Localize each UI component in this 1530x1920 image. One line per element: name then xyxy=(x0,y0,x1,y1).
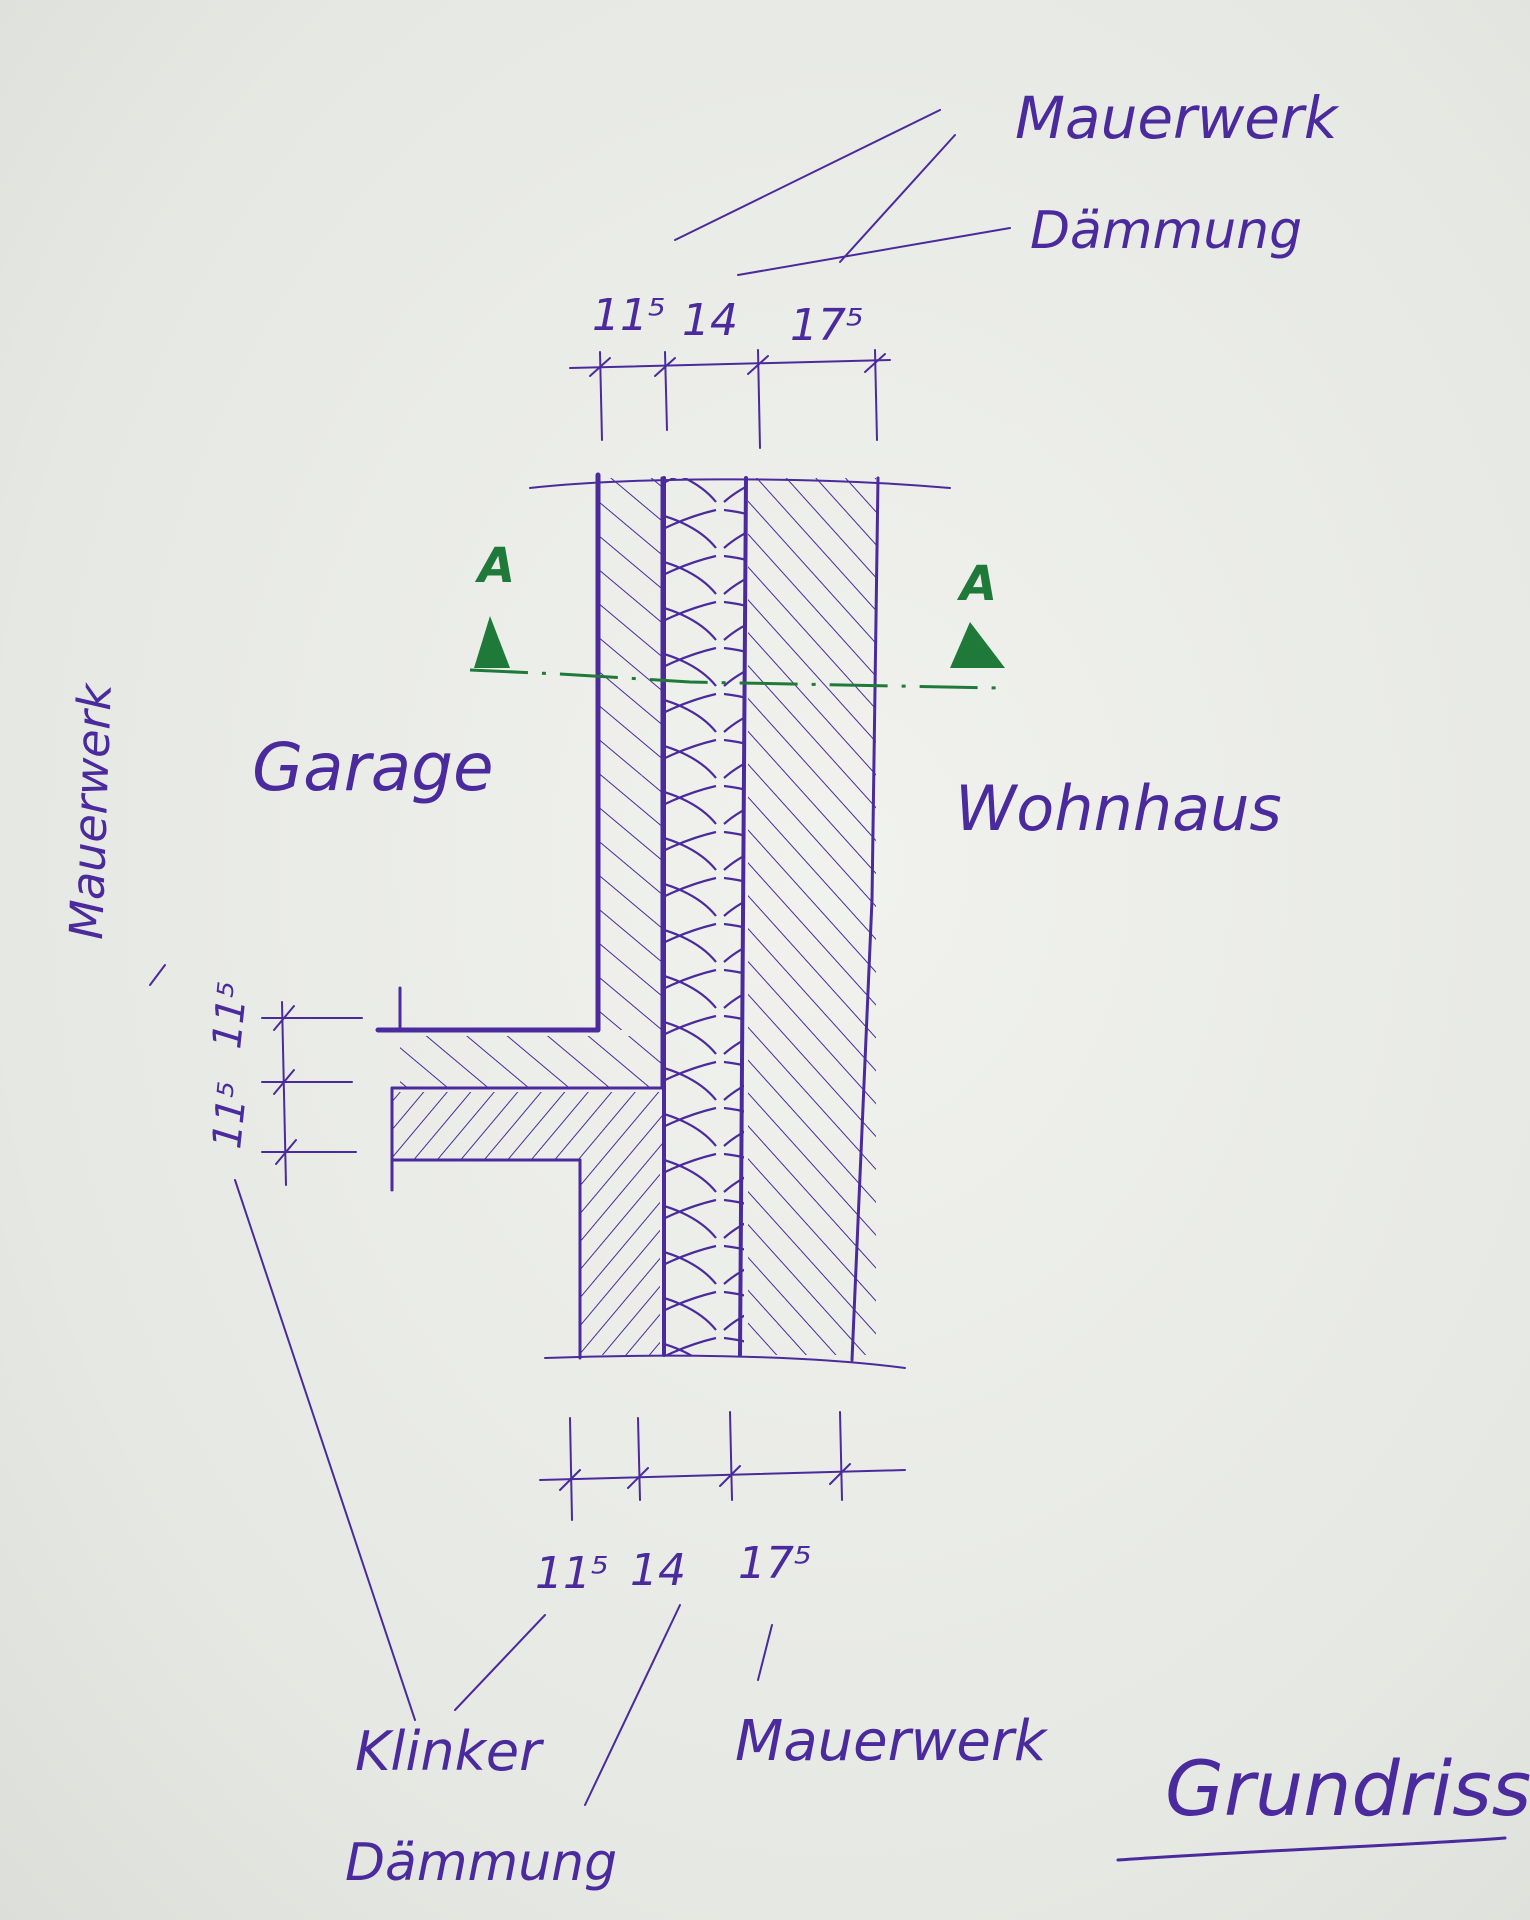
insulation-layer xyxy=(664,478,744,1355)
label-mauerwerk-left: Mauerwerk xyxy=(59,681,122,941)
title-grundriss: Grundriss xyxy=(1165,1744,1530,1833)
masonry-outline-right xyxy=(850,476,880,1362)
label-mauerwerk-top: Mauerwerk xyxy=(1015,84,1340,152)
klinker-wall-lower xyxy=(580,1160,660,1355)
title-underline xyxy=(1116,1836,1507,1862)
insulation-outline-right xyxy=(738,476,748,1357)
label-wohnhaus: Wohnhaus xyxy=(955,772,1282,845)
break-line-top xyxy=(529,478,951,489)
section-label-right: A xyxy=(956,556,997,612)
section-line-a: A A xyxy=(469,538,1005,690)
dim-bottom-2: 14 xyxy=(630,1545,686,1596)
label-daemmung-bottom: Dämmung xyxy=(345,1833,617,1893)
dim-left-1: 11⁵ xyxy=(204,1080,257,1151)
dim-top-1: 11⁵ xyxy=(592,290,666,341)
leader-lines xyxy=(149,109,1507,1862)
label-mauerwerk-bottom: Mauerwerk xyxy=(735,1709,1049,1774)
wall-assembly xyxy=(375,472,951,1369)
labels: Mauerwerk Dämmung Garage Wohnhaus Mauerw… xyxy=(59,84,1530,1893)
dim-top-2: 14 xyxy=(682,295,738,346)
section-label-left: A xyxy=(474,538,515,594)
dim-top-3: 17⁵ xyxy=(790,300,864,351)
dimension-chain-left: 11⁵ 11⁵ xyxy=(204,980,363,1186)
section-arrow-right-icon xyxy=(950,622,1005,668)
section-arrow-left-icon xyxy=(474,616,510,668)
label-garage: Garage xyxy=(252,729,494,806)
break-line-bottom xyxy=(544,1354,906,1369)
label-daemmung-top: Dämmung xyxy=(1030,201,1302,261)
garage-wall-layer-2 xyxy=(392,1092,664,1160)
dim-bottom-1: 11⁵ xyxy=(535,1548,609,1599)
klinker-wall-upper xyxy=(600,478,662,1030)
label-klinker: Klinker xyxy=(355,1720,544,1783)
dim-left-2: 11⁵ xyxy=(204,980,257,1051)
masonry-wall-inner xyxy=(748,478,876,1355)
dimension-chain-bottom: 11⁵ 14 17⁵ xyxy=(535,1411,906,1599)
dim-bottom-3: 17⁵ xyxy=(738,1538,812,1589)
dimension-chain-top: 11⁵ 14 17⁵ xyxy=(569,290,891,449)
klinker-lower-outline xyxy=(390,1158,582,1360)
garage-inner-outline xyxy=(375,472,601,1033)
garage-wall-layer-1 xyxy=(400,1036,664,1088)
